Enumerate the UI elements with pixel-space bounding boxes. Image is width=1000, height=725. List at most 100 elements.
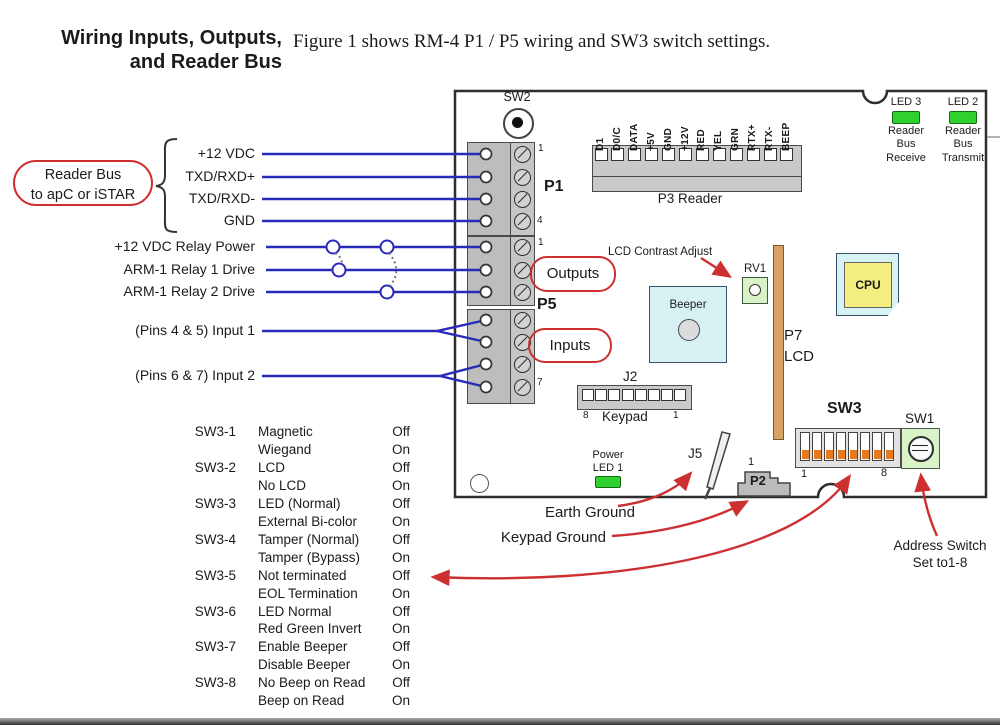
sw3-option-value: Off [392,459,410,475]
sw3-option-value: On [391,513,410,529]
sw2-tamper-button [503,108,534,139]
sw3-number-1: 1 [801,468,808,480]
p2-pin1-number: 1 [748,456,755,468]
led2-caption: Transmit [941,151,985,164]
sw3-dip-switch-slot [848,432,858,461]
p3-pin [763,148,777,161]
sw3-option-value: Off [392,675,410,691]
j2-label: J2 [623,369,638,384]
address-switch-line1: Address Switch [893,538,987,553]
p3-pin [628,148,642,161]
sw2-button-dot [512,117,523,128]
reader-bus-brace [155,138,178,233]
p5-connector-label: P5 [537,296,557,313]
p1-pin-number-top: 1 [538,143,544,154]
sw3-option-value: On [391,621,410,637]
wire-label: TXD/RXD- [188,190,255,206]
terminal-hole [479,263,493,277]
cpu-chip: CPU [836,253,899,316]
sw3-dip-switch-slot [812,432,822,461]
reader-bus-callout-oval: Reader Bus to apC or iSTAR [13,160,153,206]
arrow-address-to-sw1 [914,472,939,537]
led2-caption: Reader [944,124,982,137]
terminal-hole [479,170,493,184]
rv1-adjust-screw [748,284,761,296]
sw3-option-label: LCD [258,459,286,475]
page-title: Wiring Inputs, Outputs, and Reader Bus [30,26,282,74]
wire-label: (Pins 4 & 5) Input 1 [135,322,255,338]
p3-connector-divider [593,176,801,177]
sw3-option-value: On [391,585,410,601]
dip-switch-actuator [837,450,845,459]
address-switch-label: Address Switch Set to1-8 [890,538,990,571]
j2-pin [634,389,647,401]
sw3-switch-id: SW3-8 [194,675,236,691]
cpu-label: CPU [855,278,881,292]
sw3-option-value: Off [392,639,410,655]
sw3-dip-switch-slot [884,432,894,461]
sw3-switch-id: SW3-1 [194,424,236,439]
wire-label: +12 VDC Relay Power [114,238,255,254]
screw-terminal [514,145,531,163]
reader-bus-callout-line1: Reader Bus [44,167,122,183]
led3-label: LED 3 [890,96,922,108]
terminal-hole [479,214,493,228]
terminal-hole [479,313,493,327]
led3-caption: Receive [886,151,926,164]
sw3-option-label: Disable Beeper [258,657,351,673]
sw3-switch-id: SW3-4 [194,531,236,547]
arrow-keypad-ground-to-p2 [611,500,750,538]
sw3-option-label: No Beep on Read [258,675,366,691]
sw3-option-value: On [391,657,410,673]
j2-pin [595,389,608,401]
sw3-option-value: Off [392,495,410,511]
sw2-label: SW2 [503,90,531,104]
terminal-hole [479,357,493,371]
screw-terminal [514,168,531,186]
p7-lcd-label: LCD [784,348,815,365]
sw3-option-label: Wiegand [258,441,312,457]
p3-pin [729,148,743,161]
sw3-option-label: Enable Beeper [258,639,348,655]
dip-switch-actuator [885,450,893,459]
screw-terminal [514,212,531,230]
p3-reader-label: P3 Reader [657,191,723,206]
arrow-earth-ground-to-j5 [617,471,693,508]
jumper-point [331,262,347,278]
dip-switch-actuator [873,450,881,459]
rv1-potentiometer [742,277,768,304]
wire-label: ARM-1 Relay 2 Drive [123,283,255,299]
sw3-dip-switch-slot [800,432,810,461]
sw3-option-value: On [391,549,410,565]
page-bottom-edge [0,718,1000,725]
page-title-line2: and Reader Bus [129,51,282,73]
input1-wire [262,318,487,344]
screw-terminal [514,378,531,396]
screw-terminal [514,311,531,329]
lcd-contrast-adjust-label: LCD Contrast Adjust [608,246,713,258]
jumper-point [379,239,395,255]
dip-switch-actuator [801,450,809,459]
led2-caption: Bus [953,138,973,150]
p3-pin [679,148,692,161]
terminal-hole [479,335,493,349]
sw1-label: SW1 [905,411,935,426]
sw3-label: SW3 [827,400,862,417]
j2-pin [661,389,674,401]
power-led1-label: LED 1 [592,461,624,474]
sw3-option-label: EOL Termination [258,585,358,601]
wire-label: TXD/RXD+ [185,168,255,184]
sw3-dip-switch-slot [836,432,846,461]
outputs-pin-number-top: 1 [538,237,544,248]
sw3-option-value: Off [392,567,410,583]
sw3-number-8: 8 [881,467,888,479]
jumper-arc [334,252,343,265]
wire-label: +12 VDC [197,145,255,161]
p3-pin [695,148,709,161]
screw-terminal [514,190,531,208]
sw3-dip-switch-slot [860,432,870,461]
terminal-hole [479,147,493,161]
sw3-option-label: No LCD [258,477,307,493]
